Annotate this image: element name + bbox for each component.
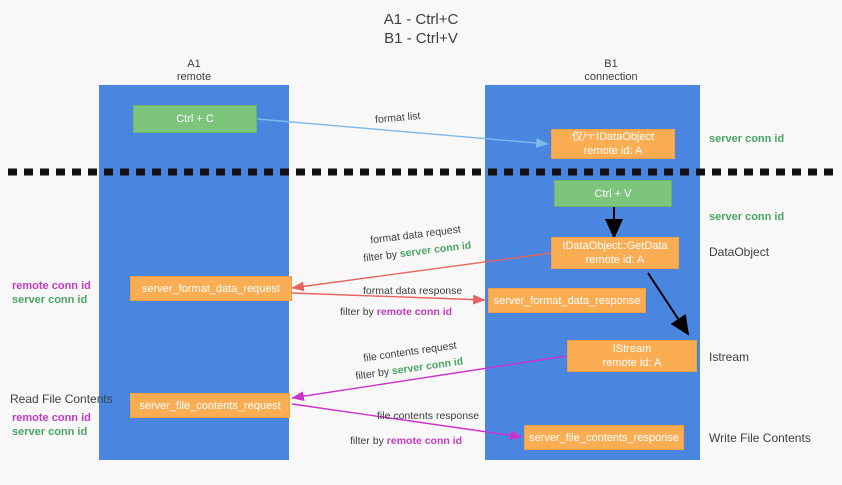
edge-label-format-data-response-filter: filter by remote conn id bbox=[340, 305, 452, 319]
column-header-right-name: B1 bbox=[604, 58, 618, 70]
label-server-conn-id-mid: server conn id bbox=[709, 211, 785, 223]
edge-label-file-contents-response: file contents response bbox=[377, 410, 480, 422]
box-istream-line1: IStream bbox=[612, 343, 652, 355]
box-server-format-data-response-label: server_format_data_response bbox=[493, 294, 641, 307]
column-header-right: B1 connection bbox=[556, 58, 666, 84]
box-server-file-contents-request[interactable]: server_file_contents_request bbox=[130, 393, 290, 418]
label-server-conn-id-upper: server conn id bbox=[12, 294, 88, 306]
label-read-file-contents: Read File Contents bbox=[10, 392, 113, 406]
box-ctrl-v-label: Ctrl + V bbox=[594, 187, 632, 200]
label-istream: Istream bbox=[709, 350, 750, 364]
box-server-file-contents-request-label: server_file_contents_request bbox=[139, 399, 281, 412]
filter-prefix: filter by bbox=[350, 435, 387, 447]
box-server-format-data-request[interactable]: server_format_data_request bbox=[130, 276, 292, 301]
label-write-file-contents: Write File Contents bbox=[709, 431, 811, 445]
box-dataobject-remote-line1: 仅/ㅜIDataObject bbox=[571, 131, 655, 143]
box-server-format-data-response[interactable]: server_format_data_response bbox=[488, 288, 646, 313]
filter-value-remote-conn-id: remote conn id bbox=[386, 435, 463, 447]
edge-label-format-list: format list bbox=[374, 110, 421, 126]
label-dataobject: DataObject bbox=[709, 245, 770, 259]
label-remote-conn-id-lower: remote conn id bbox=[12, 412, 91, 424]
box-ctrl-c-label: Ctrl + C bbox=[176, 113, 214, 125]
edge-label-format-data-response: format data response bbox=[363, 285, 463, 297]
box-idataobject-getdata[interactable]: IDataObject::GetData remote id: A bbox=[551, 237, 679, 269]
label-server-conn-id-top: server conn id bbox=[709, 133, 785, 145]
column-header-right-sub: connection bbox=[584, 71, 638, 83]
column-header-left-name: A1 bbox=[187, 58, 201, 70]
page-title: A1 - Ctrl+C B1 - Ctrl+V bbox=[383, 11, 459, 47]
box-ctrl-c[interactable]: Ctrl + C bbox=[133, 105, 257, 133]
filter-prefix: filter by bbox=[340, 306, 377, 318]
column-header-left: A1 remote bbox=[139, 58, 249, 84]
box-istream-line2: remote id: A bbox=[602, 357, 662, 369]
label-server-conn-id-lower: server conn id bbox=[12, 426, 88, 438]
edge-label-file-contents-response-filter: filter by remote conn id bbox=[350, 434, 462, 448]
filter-prefix: filter by bbox=[354, 365, 393, 383]
column-header-left-sub: remote bbox=[176, 71, 212, 83]
filter-value-remote-conn-id: remote conn id bbox=[376, 306, 453, 318]
label-remote-conn-id-upper: remote conn id bbox=[12, 280, 91, 292]
box-ctrl-v[interactable]: Ctrl + V bbox=[554, 180, 672, 207]
box-idataobject-getdata-line2: remote id: A bbox=[585, 254, 645, 266]
box-server-file-contents-response-label: server_file_contents_response bbox=[529, 431, 679, 444]
box-dataobject-remote[interactable]: 仅/ㅜIDataObject remote id: A bbox=[551, 129, 675, 159]
box-istream[interactable]: IStream remote id: A bbox=[567, 340, 697, 372]
box-idataobject-getdata-line1: IDataObject::GetData bbox=[562, 240, 668, 252]
box-server-file-contents-response[interactable]: server_file_contents_response bbox=[524, 425, 684, 450]
filter-prefix: filter by bbox=[362, 248, 401, 265]
box-dataobject-remote-line2: remote id: A bbox=[583, 145, 643, 157]
box-server-format-data-request-label: server_format_data_request bbox=[141, 282, 281, 295]
